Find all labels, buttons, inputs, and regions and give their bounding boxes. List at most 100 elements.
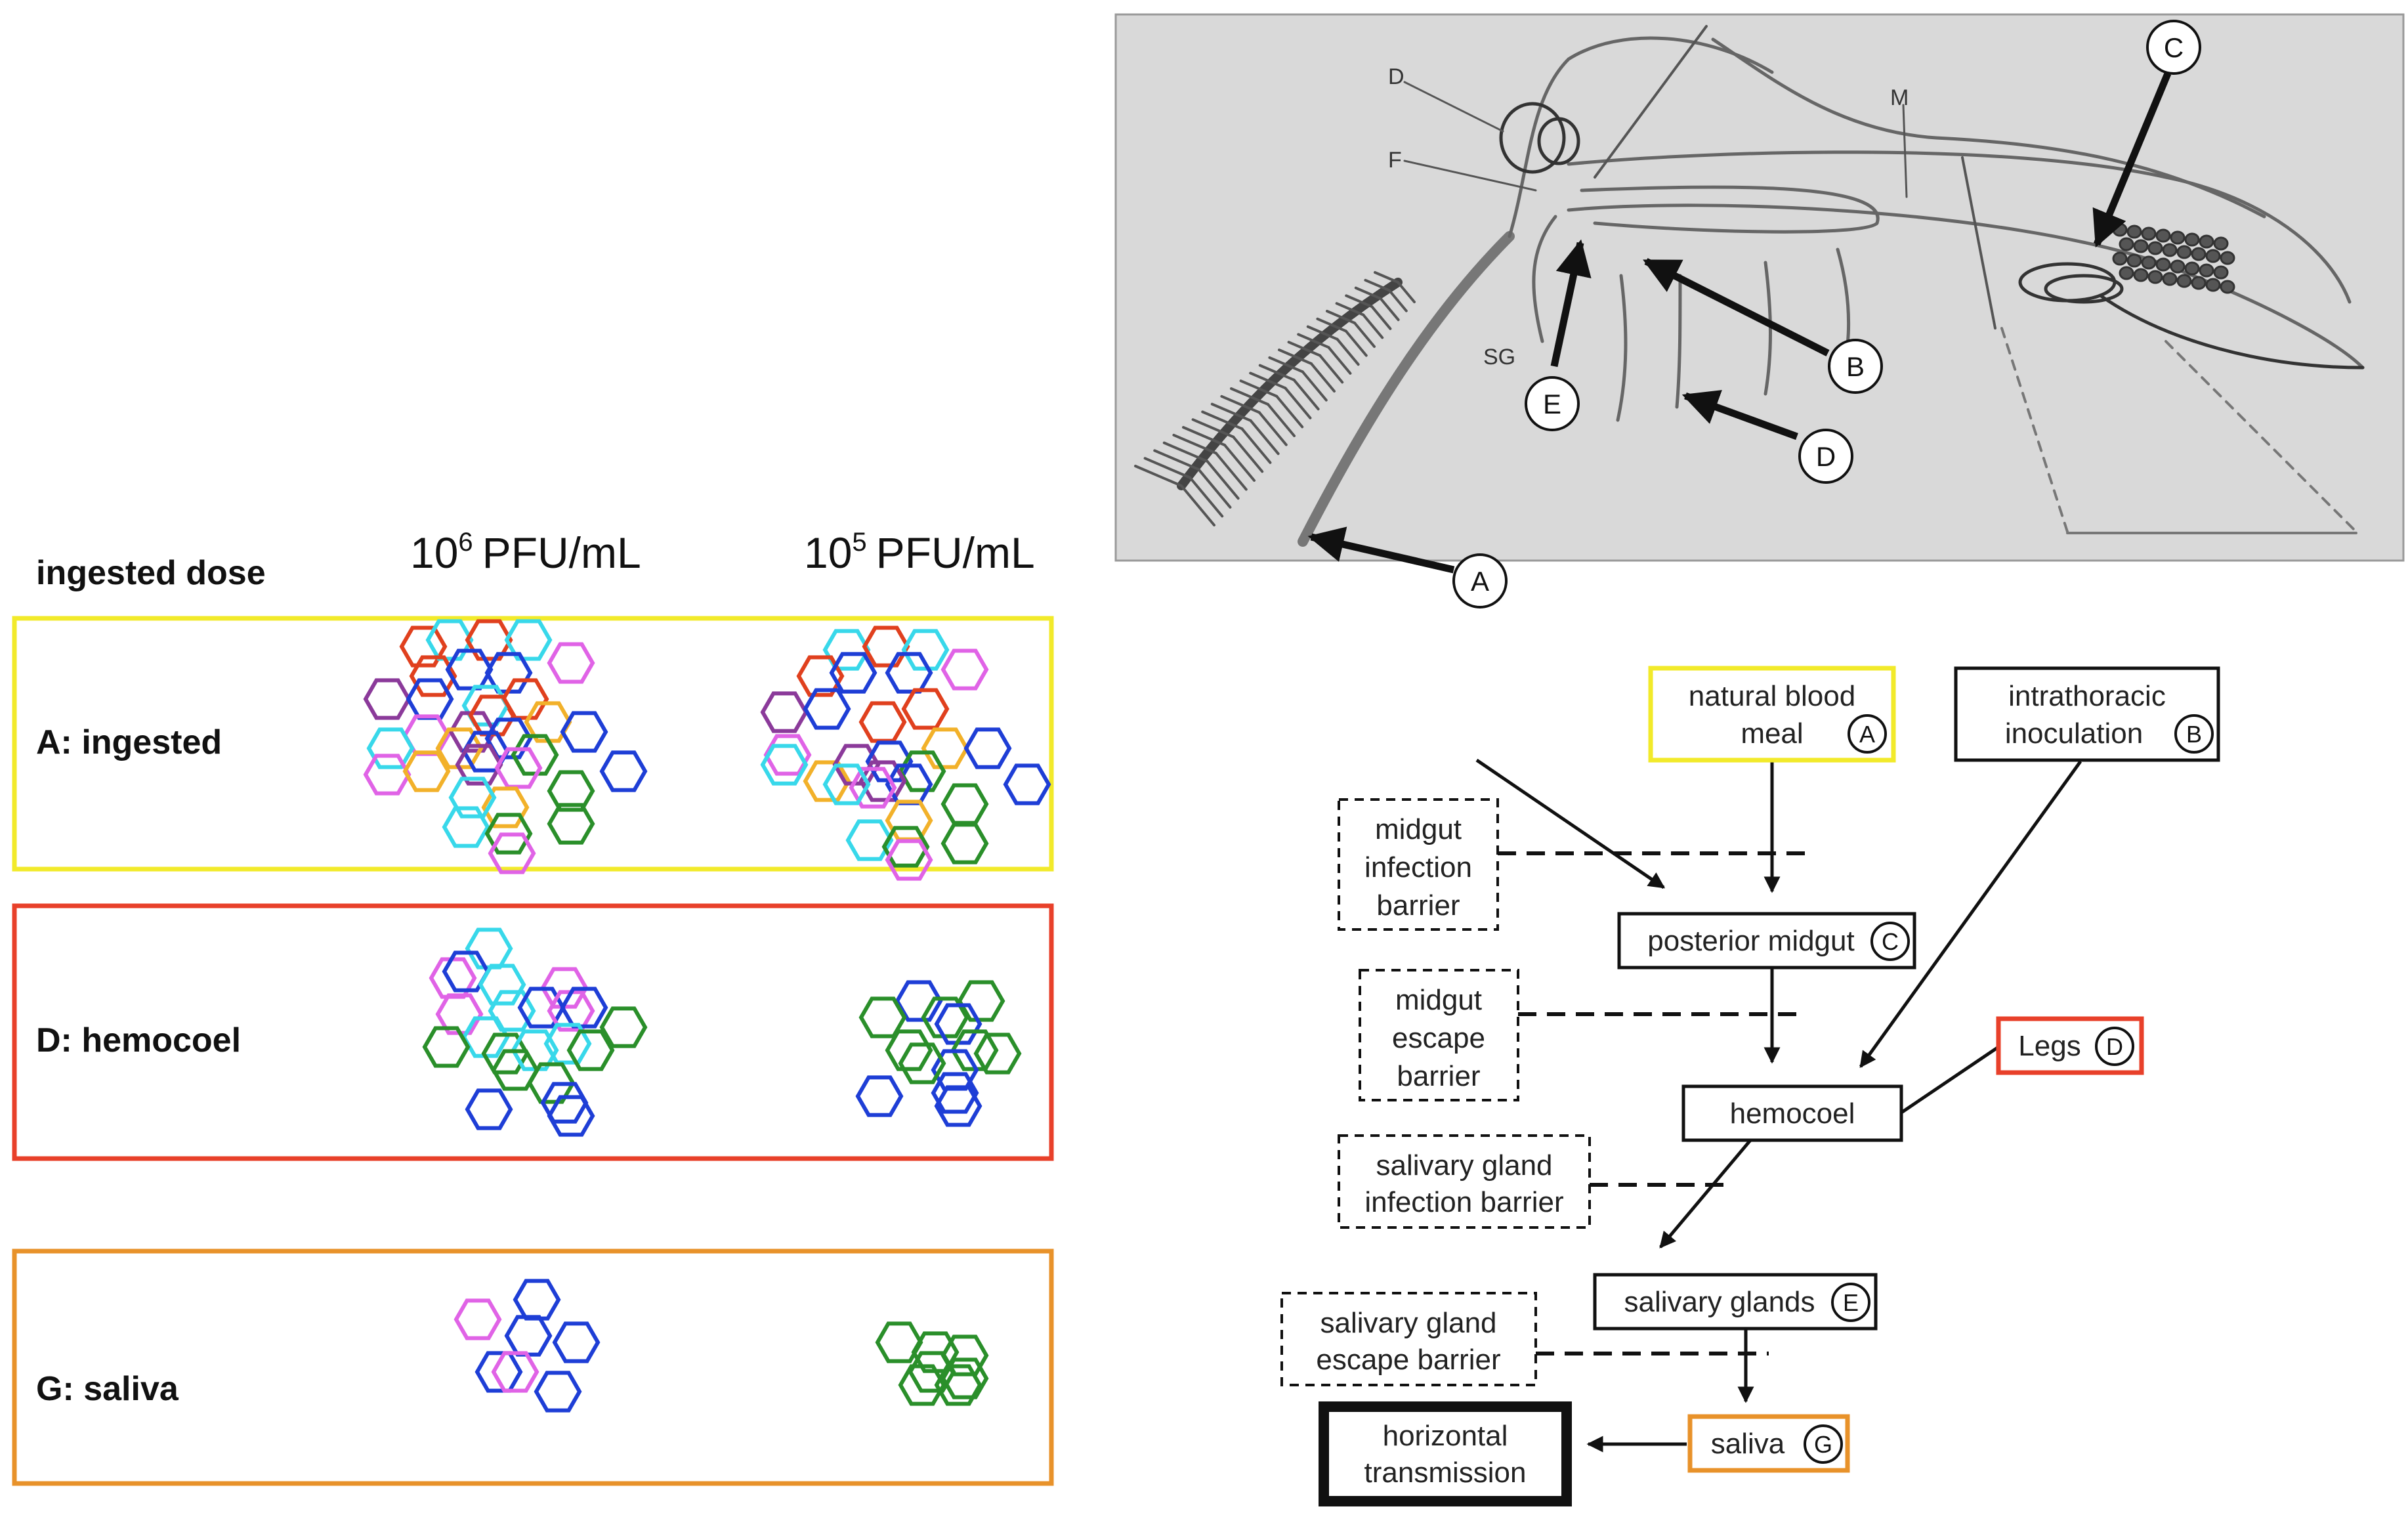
hindgut-coil-2	[2044, 274, 2124, 304]
ovary-egg	[2199, 234, 2214, 249]
virus-hexagon	[921, 727, 969, 769]
antenna-hair	[1345, 294, 1374, 309]
antenna-hair	[1268, 356, 1304, 373]
antenna-hair	[1287, 341, 1322, 357]
row-box-saliva	[12, 1248, 1054, 1486]
antenna-hair	[1353, 322, 1376, 348]
antenna-hair	[1278, 349, 1313, 365]
virus-hexagon	[454, 1298, 502, 1340]
antenna-hair	[1336, 337, 1360, 366]
virus-hexagon	[963, 727, 1012, 769]
virus-hexagon	[875, 1321, 923, 1363]
dorsal-outline	[1711, 37, 2266, 219]
mosquito-sketch	[1134, 25, 2365, 547]
row-label-ingested: A: ingested	[36, 723, 222, 761]
node-hemocoel: hemocoel	[1681, 1084, 1903, 1142]
callout-badge-D: D	[1798, 429, 1853, 484]
leader-F	[1403, 160, 1537, 192]
badge-A: A	[1859, 721, 1875, 748]
barrier-sg-escape-1: salivary gland	[1320, 1307, 1496, 1339]
virus-hexagon	[465, 1088, 513, 1130]
virus-hexagon	[534, 1371, 582, 1413]
ovary-egg	[2205, 249, 2221, 263]
badge-D: D	[2106, 1033, 2123, 1060]
virus-hexagon	[425, 619, 474, 661]
antenna-hair	[1143, 457, 1192, 479]
virus-hexagon-clusters	[363, 619, 1051, 1413]
virus-hexagon	[829, 652, 877, 694]
callout-badges: A B C D E	[1452, 20, 2201, 608]
callout-arrow-E	[1550, 239, 1592, 368]
ovary-egg	[2147, 270, 2163, 284]
virus-hexagon	[445, 649, 494, 691]
anatomy-label-SG: SG	[1483, 345, 1515, 370]
ovary-egg	[2126, 253, 2142, 268]
virus-hexagon	[511, 734, 559, 776]
svg-text:saliva: saliva	[1711, 1428, 1785, 1460]
node-salivary-glands: salivary glands E	[1593, 1273, 1878, 1331]
virus-hexagon	[934, 1003, 982, 1045]
antenna-hair	[1182, 426, 1226, 446]
mosquito-anatomy-panel: D F M SG A B C	[1114, 13, 2405, 608]
virus-hexagon	[796, 655, 845, 697]
virus-hexagon	[865, 740, 914, 782]
anatomy-background	[1114, 13, 2405, 562]
ovary-egg	[2133, 239, 2149, 253]
ovary-egg	[2184, 261, 2200, 276]
ovary-egg	[2213, 236, 2229, 251]
virus-hexagon	[885, 839, 933, 881]
virus-hexagon	[491, 1049, 539, 1091]
virus-hexagon	[448, 711, 497, 753]
virus-hexagon	[442, 950, 490, 992]
virus-hexagon	[862, 626, 910, 668]
virus-hexagon	[484, 717, 533, 759]
dose-low-unit: PFU/mL	[876, 528, 1035, 577]
virus-hexagon	[760, 744, 809, 786]
dose-high-unit: PFU/mL	[482, 528, 641, 577]
dose-low-base: 10	[804, 528, 852, 577]
antenna-hair	[1326, 310, 1356, 324]
virus-hexagon	[940, 822, 989, 864]
antenna-hair	[1134, 465, 1183, 487]
node-saliva: saliva G	[1687, 1414, 1850, 1473]
ovary-egg	[2191, 247, 2207, 261]
virus-hexagon	[478, 964, 526, 1006]
virus-hexagon	[547, 803, 595, 845]
virus-hexagon	[527, 1062, 576, 1104]
virus-hexagon	[560, 987, 608, 1029]
virus-hexagon	[363, 678, 412, 720]
section-line-1	[1594, 25, 1708, 179]
ovary-egg	[2126, 224, 2142, 239]
svg-text:D: D	[1816, 441, 1836, 472]
virus-hexagon	[442, 806, 490, 848]
virus-hexagon	[481, 786, 530, 828]
barrier-box-sg-escape	[1280, 1292, 1537, 1386]
midgut-lower	[1567, 203, 2365, 370]
row-box-hemocoel	[12, 903, 1054, 1161]
callout-arrow-B	[1643, 258, 1830, 356]
virus-hexagon	[822, 629, 871, 671]
ovary-egg	[2176, 274, 2192, 288]
badge-B: B	[2186, 721, 2202, 748]
virus-hexagon	[845, 819, 894, 861]
antenna-hair	[1344, 330, 1368, 357]
virus-hexagon	[599, 1006, 648, 1048]
virus-hexagon	[366, 727, 415, 769]
barrier-midgut-escape-3: barrier	[1397, 1060, 1480, 1092]
virus-hexagon	[435, 993, 484, 1035]
virus-hexagon	[547, 642, 595, 684]
barrier-sg-infection-1: salivary gland	[1376, 1149, 1552, 1182]
virus-hexagon	[488, 832, 536, 874]
infection-flowchart: midgut infection barrier midgut escape b…	[1280, 666, 2220, 1506]
ovary-egg	[2205, 278, 2221, 292]
dose-high-base: 10	[410, 528, 458, 577]
antenna-hair	[1249, 372, 1287, 390]
leg-2	[1675, 274, 1682, 409]
salivary-gland-tube	[1532, 215, 1557, 343]
virus-hexagon	[484, 813, 533, 855]
node-legs: Legs D	[1996, 1016, 2144, 1075]
antenna-hair	[1249, 419, 1280, 456]
